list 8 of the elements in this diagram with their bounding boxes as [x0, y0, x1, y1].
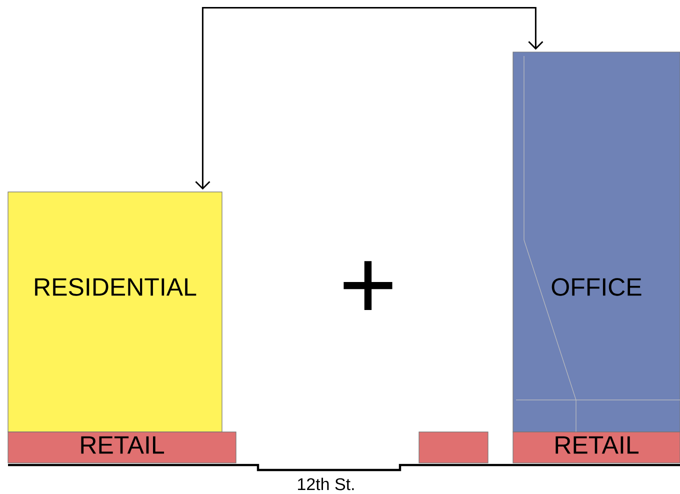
retail-block: RETAIL — [512, 432, 680, 464]
building-block: RESIDENTIAL — [8, 192, 222, 432]
building-block: OFFICE — [512, 52, 680, 432]
retail-block — [418, 432, 488, 464]
plus-sign: + — [344, 261, 392, 310]
arrow — [195, 6, 544, 190]
retail-block: RETAIL — [8, 432, 236, 464]
street-name: 12th St. — [298, 478, 354, 490]
